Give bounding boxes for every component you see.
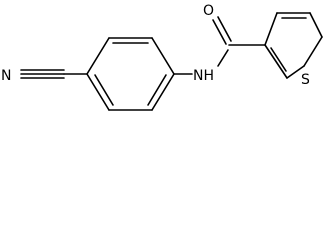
thiophene-ring [264,12,323,79]
thiophene-sulfur-label: S [301,72,310,88]
carbonyl-double-bond [212,16,232,45]
carbonyl-oxygen-label: O [203,3,214,19]
amide-n-to-carbonyl-bond [217,49,229,67]
benzene-ring [86,37,175,111]
nitrile-nitrogen-label: N [1,68,11,84]
amide-nh-label: NH [193,68,214,84]
chemical-structure-diagram: N NH O S [1,3,323,111]
nitrile-triple-bond [20,69,65,79]
